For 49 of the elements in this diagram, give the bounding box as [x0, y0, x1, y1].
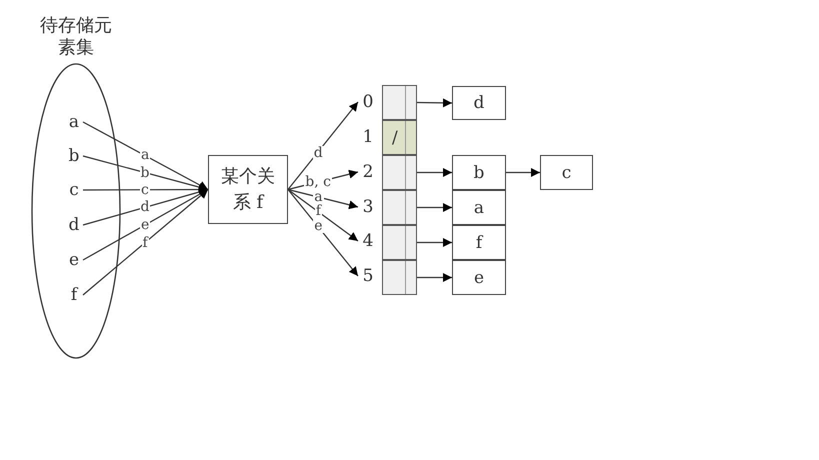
item-label: a [65, 112, 83, 132]
table-cell [382, 155, 417, 190]
list-node-box: d [452, 86, 506, 120]
arrow [288, 102, 358, 190]
table-cell: / [382, 120, 417, 155]
edge-label: b [140, 166, 150, 180]
list-node-box: c [540, 155, 593, 190]
edge-label: d [140, 200, 150, 214]
arrow [288, 189, 358, 276]
table-cell [382, 260, 417, 295]
list-node-box: b [452, 155, 506, 190]
set-ellipse [30, 15, 122, 360]
item-label: 1 [360, 127, 376, 147]
edge-label: b, c [304, 175, 332, 190]
arrow [288, 188, 358, 210]
arrow [82, 121, 208, 190]
arrow [417, 238, 452, 247]
arrow [82, 189, 208, 296]
set-heading: 待存储元素集 [39, 15, 113, 59]
edge-label: f [142, 236, 149, 250]
item-label: 2 [360, 162, 376, 182]
arrow [417, 168, 452, 177]
item-label: 5 [360, 266, 376, 286]
list-node-box: e [452, 260, 506, 295]
edge-label: f [314, 204, 322, 218]
arrow [417, 203, 452, 212]
arrow [417, 273, 452, 282]
table-cell [382, 85, 417, 120]
list-node-box: f [452, 225, 506, 260]
edge-label: d [312, 146, 324, 160]
table-cell [382, 190, 417, 225]
edge-label: e [313, 218, 324, 233]
arrow [288, 189, 358, 242]
item-label: 0 [360, 92, 376, 112]
relation-box: 某个关系 f [208, 155, 288, 224]
arrow [506, 168, 540, 177]
list-node-box: a [452, 190, 506, 225]
item-label: b [65, 146, 83, 166]
item-label: 3 [360, 197, 376, 217]
arrow [82, 155, 208, 192]
item-label: e [65, 250, 83, 270]
item-label: f [65, 285, 83, 305]
item-label: c [65, 180, 83, 200]
arrow [83, 185, 208, 194]
table-cell [382, 225, 417, 260]
item-label: d [65, 215, 83, 235]
arrow [417, 98, 452, 108]
arrow [82, 188, 208, 226]
item-label: 4 [360, 231, 376, 251]
